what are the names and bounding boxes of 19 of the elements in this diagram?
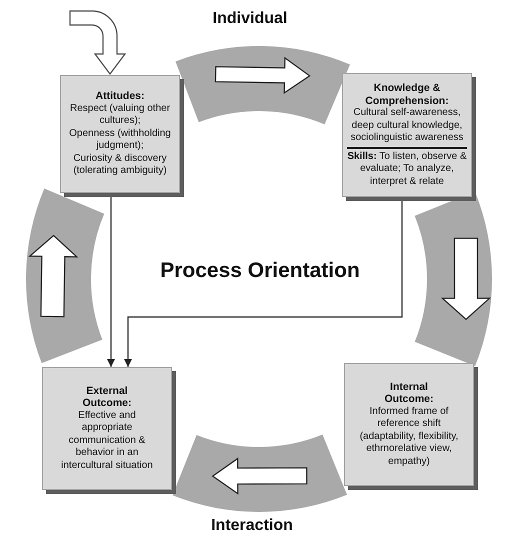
box-text: Cultural self-awareness, deep cultural knowledge, sociolinguistic awareness — [350, 107, 464, 144]
box-text: Skills: To listen, observe & evaluate; To analyze, interpret & relate — [347, 150, 467, 188]
curved-arrow — [69, 10, 126, 75]
block-arrow — [214, 56, 311, 94]
block-arrow — [440, 238, 492, 320]
center-label: Process Orientation — [160, 259, 360, 283]
block-arrow — [28, 234, 78, 318]
box-text: Curiosity & discovery (tolerating ambiguity) — [72, 152, 168, 178]
box-text: Respect (valuing other cultures); — [68, 102, 172, 128]
box-text: Effective and appropriate communication & behavior in an intercultural situation — [60, 410, 154, 472]
cycle-label: Individual — [212, 10, 288, 28]
box-heading: Internal Outcome: — [383, 380, 434, 406]
box-text: Openness (withholding judgment); — [68, 128, 172, 153]
box-text: Informed frame of reference shift (adaptability, flexibility, ethrnorelative view, empathy) — [358, 406, 460, 468]
cycle-label: Interaction — [211, 517, 293, 535]
block-arrow — [212, 457, 308, 495]
box-heading: External Outcome: — [81, 384, 132, 410]
box-heading: Knowledge & Comprehension: — [364, 82, 450, 107]
box-heading: Attitudes: — [96, 90, 144, 103]
